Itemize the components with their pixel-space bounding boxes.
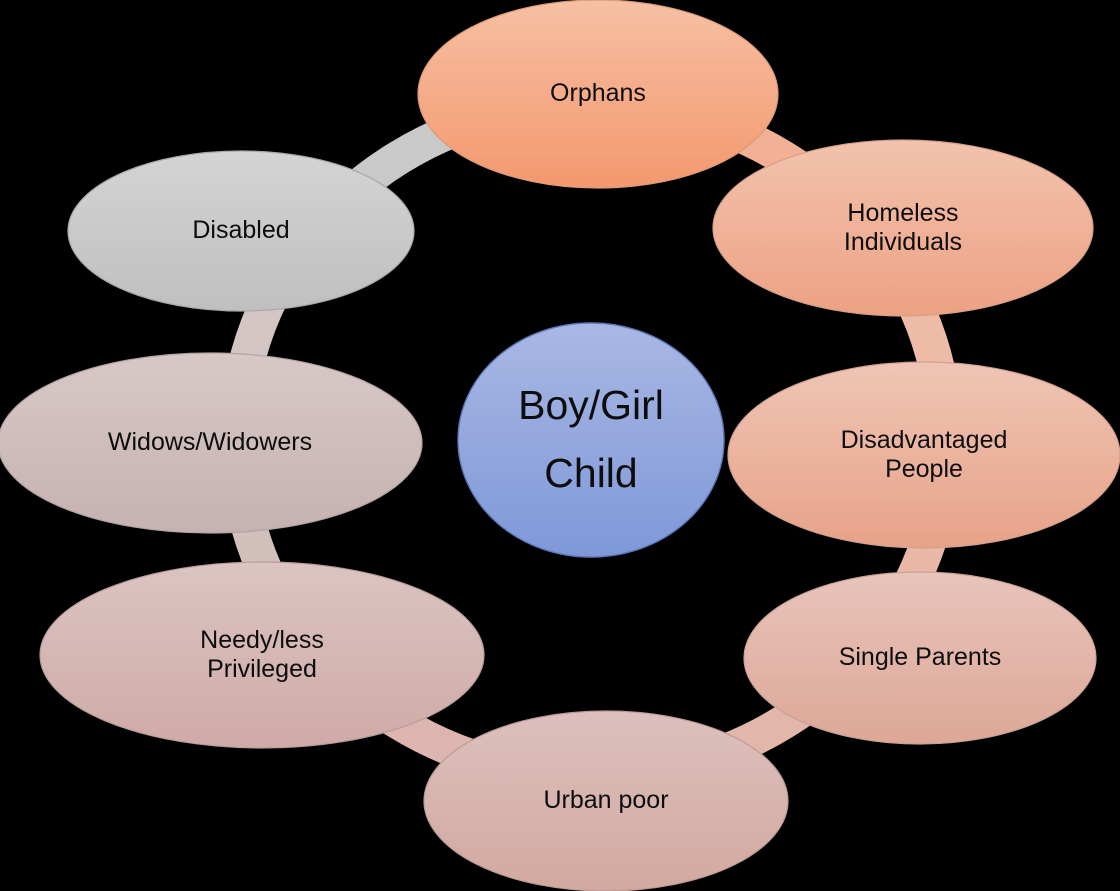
node-disabled[interactable] [67, 150, 415, 312]
node-urban-poor[interactable] [423, 710, 789, 891]
node-single-parents[interactable] [743, 571, 1097, 745]
node-homeless-individuals[interactable] [712, 139, 1094, 317]
node-needy-less-privileged[interactable] [39, 561, 485, 749]
node-disadvantaged-people[interactable] [727, 361, 1120, 549]
center-boy-girl-child[interactable] [457, 322, 725, 558]
node-orphans[interactable] [417, 0, 779, 189]
node-widows-widowers[interactable] [0, 352, 423, 534]
